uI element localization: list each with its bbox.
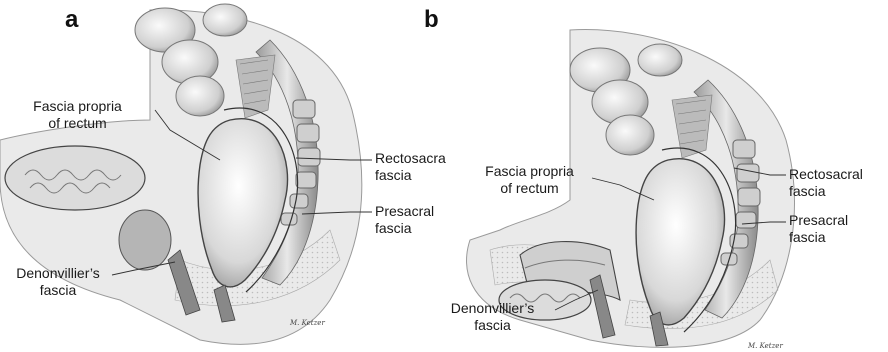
label-b-fascia-propria: Fascia propria of rectum <box>462 163 597 197</box>
label-b-fascia-propria-line2: of rectum <box>462 180 597 197</box>
label-b-presacral-line1: Presacral <box>789 212 848 229</box>
label-a-fascia-propria-line2: of rectum <box>5 115 150 132</box>
label-a-fascia-propria: Fascia propria of rectum <box>5 98 150 132</box>
panel-b-letter: b <box>424 6 439 34</box>
label-a-denonvillier-line2: fascia <box>2 282 114 299</box>
label-b-rectosacral-line2: fascia <box>789 183 863 200</box>
panel-a-prostate <box>119 210 171 270</box>
signature-a: M. Ketzer <box>290 319 325 327</box>
label-b-rectosacral: Rectosacral fascia <box>789 166 863 200</box>
label-a-presacral-line1: Presacral <box>375 203 434 220</box>
label-a-denonvillier: Denonvillier’s fascia <box>2 265 114 299</box>
label-a-denonvillier-line1: Denonvillier’s <box>2 265 114 282</box>
label-b-denonvillier-line1: Denonvillier’s <box>430 300 555 317</box>
label-b-denonvillier-line2: fascia <box>430 317 555 334</box>
label-b-fascia-propria-line1: Fascia propria <box>462 163 597 180</box>
panel-a-bladder <box>5 146 145 210</box>
label-b-denonvillier: Denonvillier’s fascia <box>430 300 555 334</box>
label-a-rectosacral-line1: Rectosacra <box>375 150 446 167</box>
panel-a-letter: a <box>65 6 78 34</box>
signature-b: M. Ketzer <box>748 342 783 350</box>
label-b-rectosacral-line1: Rectosacral <box>789 166 863 183</box>
label-a-rectosacral: Rectosacra fascia <box>375 150 446 184</box>
label-a-presacral: Presacral fascia <box>375 203 434 237</box>
label-a-rectosacral-line2: fascia <box>375 167 446 184</box>
label-b-presacral-line2: fascia <box>789 229 848 246</box>
label-a-presacral-line2: fascia <box>375 220 434 237</box>
label-b-presacral: Presacral fascia <box>789 212 848 246</box>
label-a-fascia-propria-line1: Fascia propria <box>5 98 150 115</box>
